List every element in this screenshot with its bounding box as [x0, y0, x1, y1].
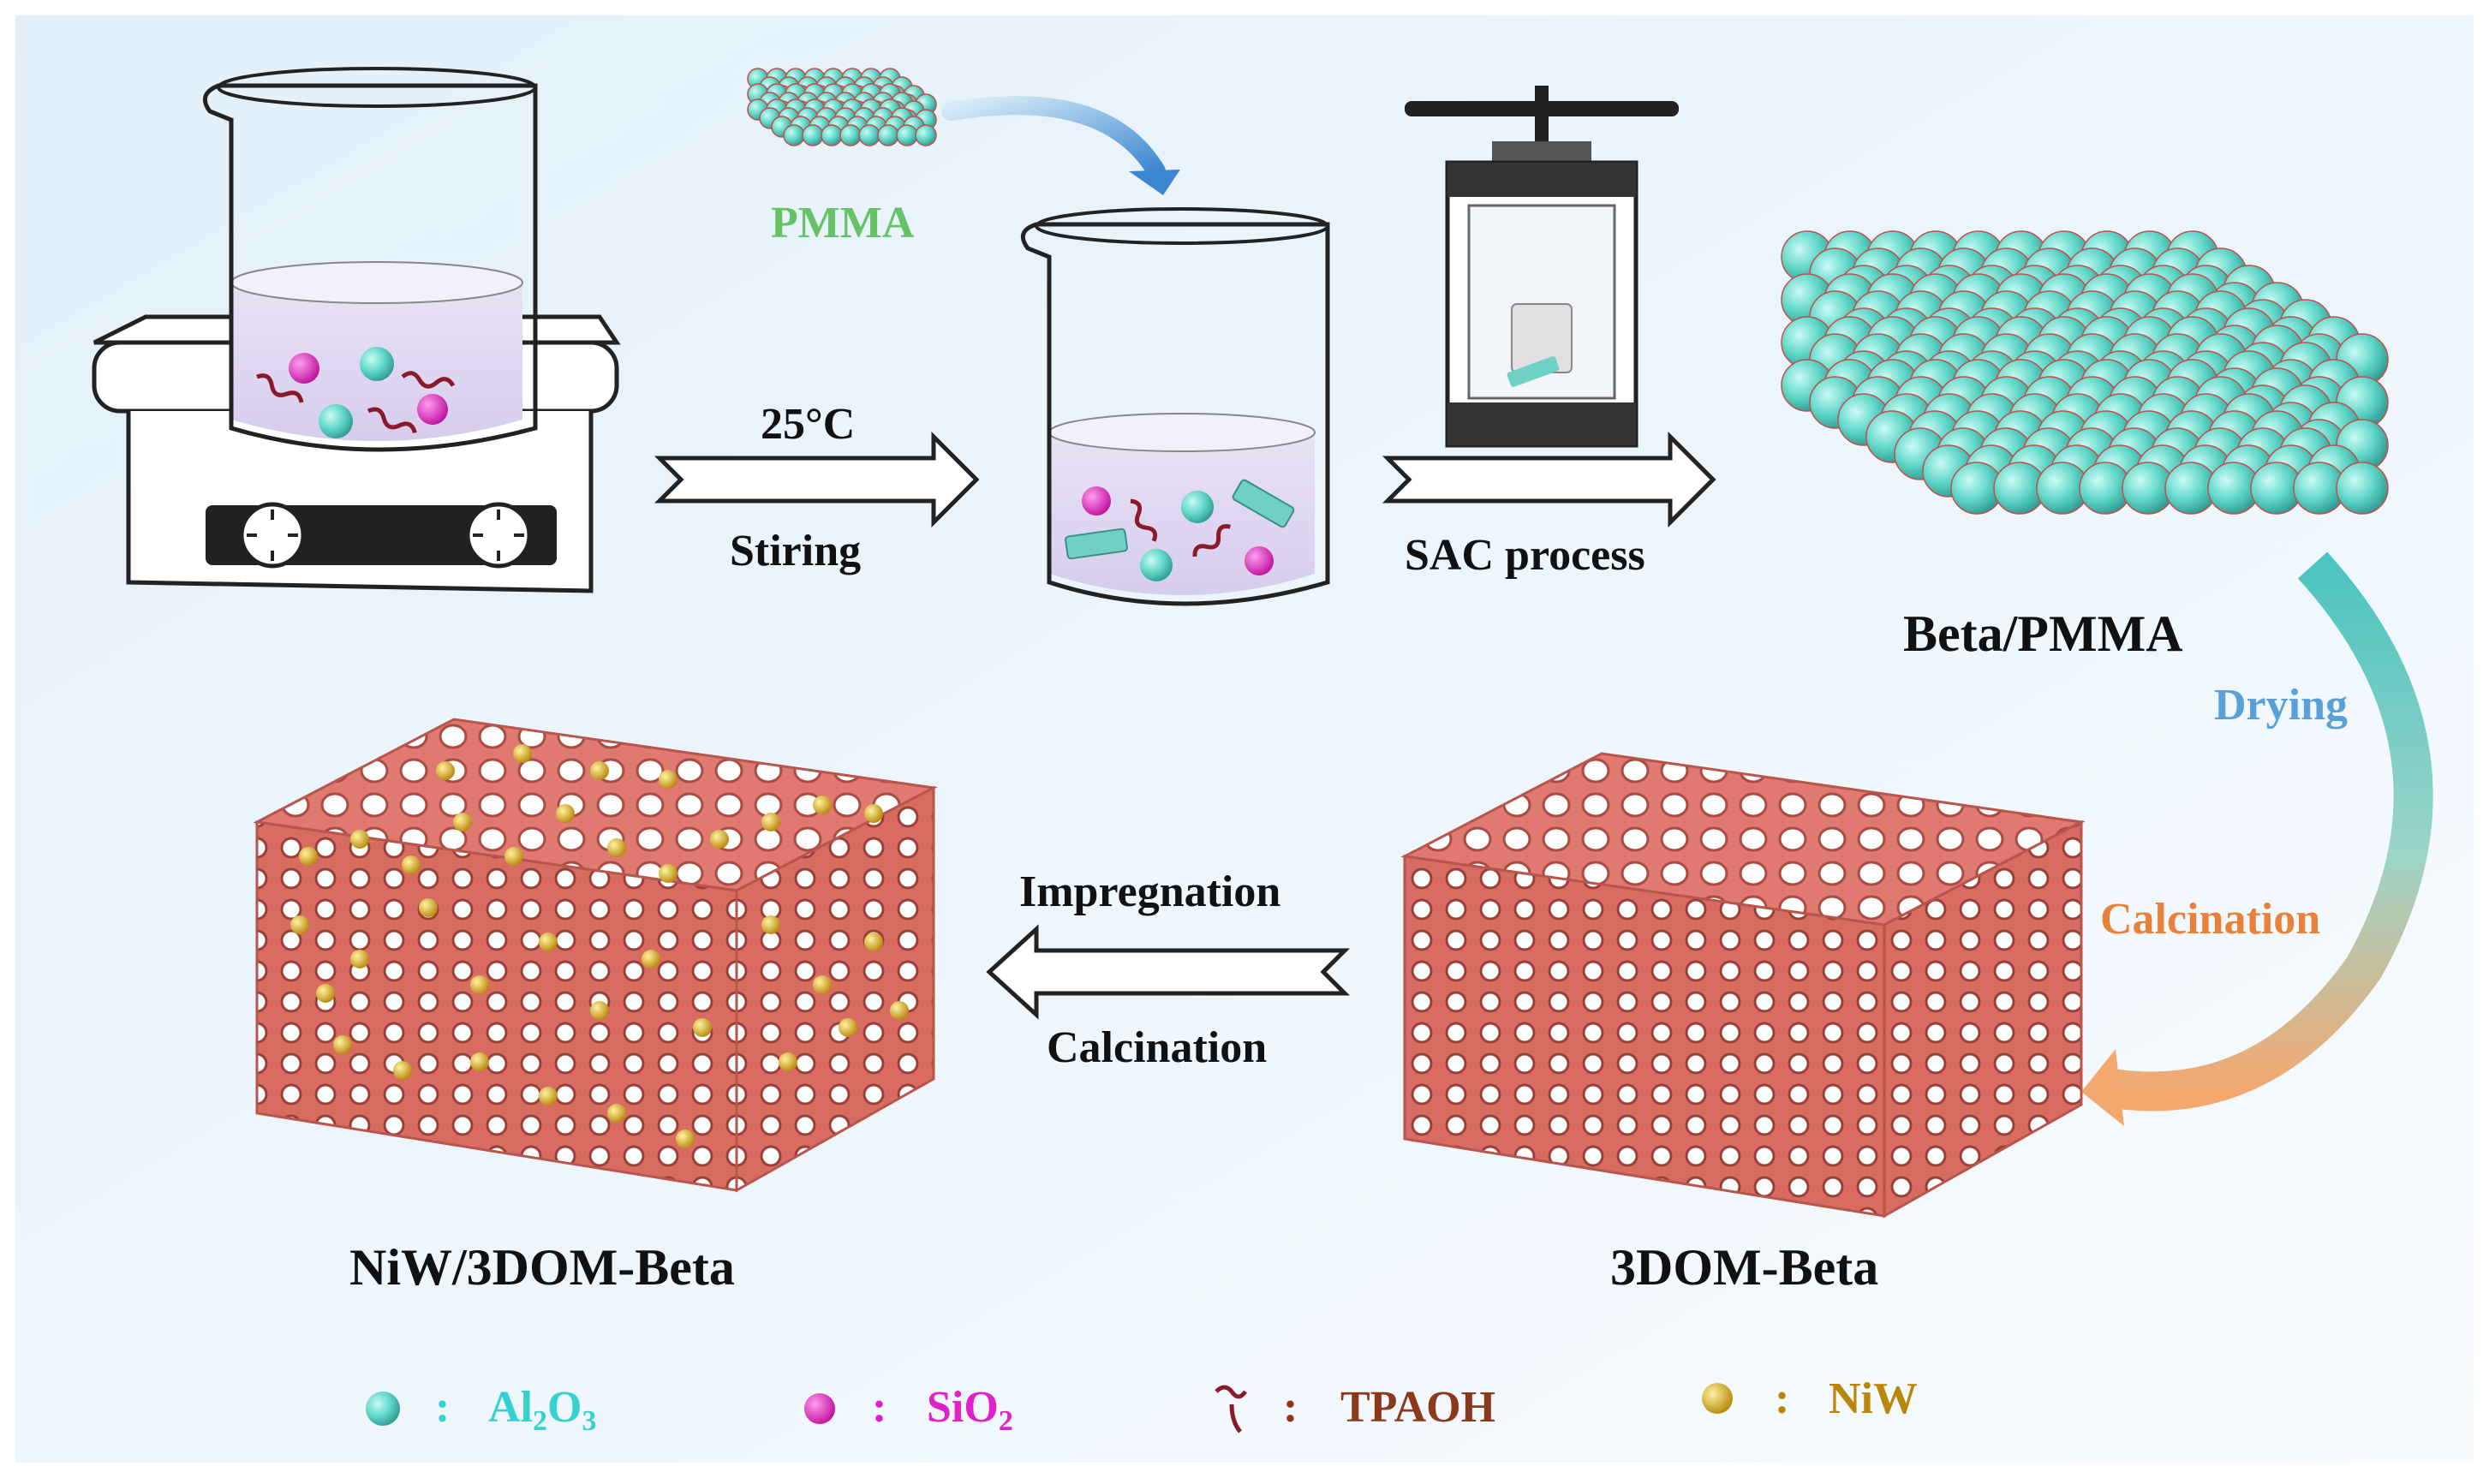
niw-particle: [316, 984, 335, 1003]
pmma-arrow-head: [1129, 170, 1180, 195]
niw-particle: [813, 796, 832, 814]
sac-arrow: [1382, 431, 1716, 528]
niw-particle: [693, 1018, 712, 1037]
sphere: [858, 124, 880, 146]
step3-top-label: Impregnation: [1019, 867, 1280, 916]
niw-particle: [813, 975, 832, 994]
niw-particle: [839, 1018, 857, 1037]
sphere: [821, 124, 843, 146]
niw-particle: [299, 847, 318, 866]
legend-al2o3-symbol: [366, 1392, 400, 1426]
niw-particle: [453, 813, 472, 831]
sphere: [877, 124, 899, 146]
impregnation-arrow: [986, 924, 1351, 1020]
niw-particle: [436, 761, 455, 780]
niw-particle: [556, 804, 575, 823]
beaker-2: [1020, 207, 1330, 606]
niw-particle: [513, 744, 532, 763]
niw-particle: [761, 915, 780, 934]
pmma-label: PMMA: [771, 199, 915, 247]
niw-particle: [333, 1035, 352, 1054]
sphere: [802, 124, 824, 146]
legend-tpaoh-symbol: [1215, 1385, 1248, 1433]
niw-particle: [607, 838, 626, 857]
step2-bottom-label: SAC process: [1405, 531, 1645, 580]
niw-particle: [676, 1129, 695, 1148]
stirring-arrow: [654, 431, 980, 528]
pmma-block: [747, 68, 937, 146]
legend-niw-symbol: [1702, 1383, 1733, 1414]
sphere: [915, 124, 937, 146]
niw-particle: [470, 975, 489, 994]
beta-pmma-block: [1781, 230, 2389, 515]
step1-top-label: 25°C: [761, 400, 855, 449]
magnetic-stirrer: [92, 314, 621, 593]
niw-particle: [539, 933, 558, 951]
niw-particle: [350, 830, 369, 849]
niw-particle: [539, 1087, 558, 1106]
niw-particle: [659, 770, 677, 789]
niw-particle: [659, 864, 677, 883]
niw-particle: [402, 855, 421, 874]
legend-separator: :: [435, 1383, 450, 1432]
step3-bottom-label: Calcination: [1047, 1023, 1267, 1072]
beaker-1: [202, 67, 538, 452]
sphere: [783, 124, 805, 146]
niw-particle: [761, 813, 780, 831]
product2-label: 3DOM-Beta: [1610, 1239, 1878, 1296]
product3-label: NiW/3DOM-Beta: [349, 1239, 735, 1296]
niw-particle: [864, 804, 883, 823]
niw-particle: [890, 1001, 909, 1020]
niw-particle: [504, 847, 523, 866]
sphere: [896, 124, 918, 146]
niw-particle: [470, 1052, 489, 1071]
step1-bottom-label: Stiring: [730, 527, 861, 575]
niw-particle: [290, 915, 309, 934]
niw-particle: [607, 1104, 626, 1123]
drying-calcination-curve: [2104, 551, 2433, 1112]
curve-arrow-head: [2081, 1049, 2124, 1126]
3dom-beta-block: [1400, 752, 2086, 1219]
legend: : Al2O3 : SiO2 : TPAOH : NiW: [366, 1374, 1918, 1437]
pmma-arrow: [941, 96, 1166, 181]
drying-label: Drying: [2214, 681, 2348, 730]
niw-particle: [779, 1052, 797, 1071]
niw-particle: [642, 950, 660, 968]
legend-separator: :: [1283, 1383, 1298, 1432]
niw-3dom-beta-block: [253, 718, 938, 1193]
product1-label: Beta/PMMA: [1903, 605, 2183, 662]
legend-separator: :: [1775, 1374, 1789, 1423]
legend-tpaoh-label: TPAOH: [1340, 1383, 1495, 1432]
niw-particle: [393, 1061, 412, 1080]
sphere: [2336, 462, 2389, 515]
niw-particle: [419, 898, 438, 917]
legend-niw-label: NiW: [1829, 1374, 1918, 1423]
niw-particle: [590, 761, 609, 780]
legend-separator: :: [872, 1383, 886, 1432]
niw-particle: [710, 830, 729, 849]
sphere: [839, 124, 862, 146]
legend-sio2-symbol: [804, 1393, 835, 1424]
calcination-side-label: Calcination: [2100, 895, 2320, 944]
niw-particle: [864, 933, 883, 951]
niw-particle: [590, 1001, 609, 1020]
niw-particle: [350, 950, 369, 968]
autoclave: [1405, 86, 1679, 448]
